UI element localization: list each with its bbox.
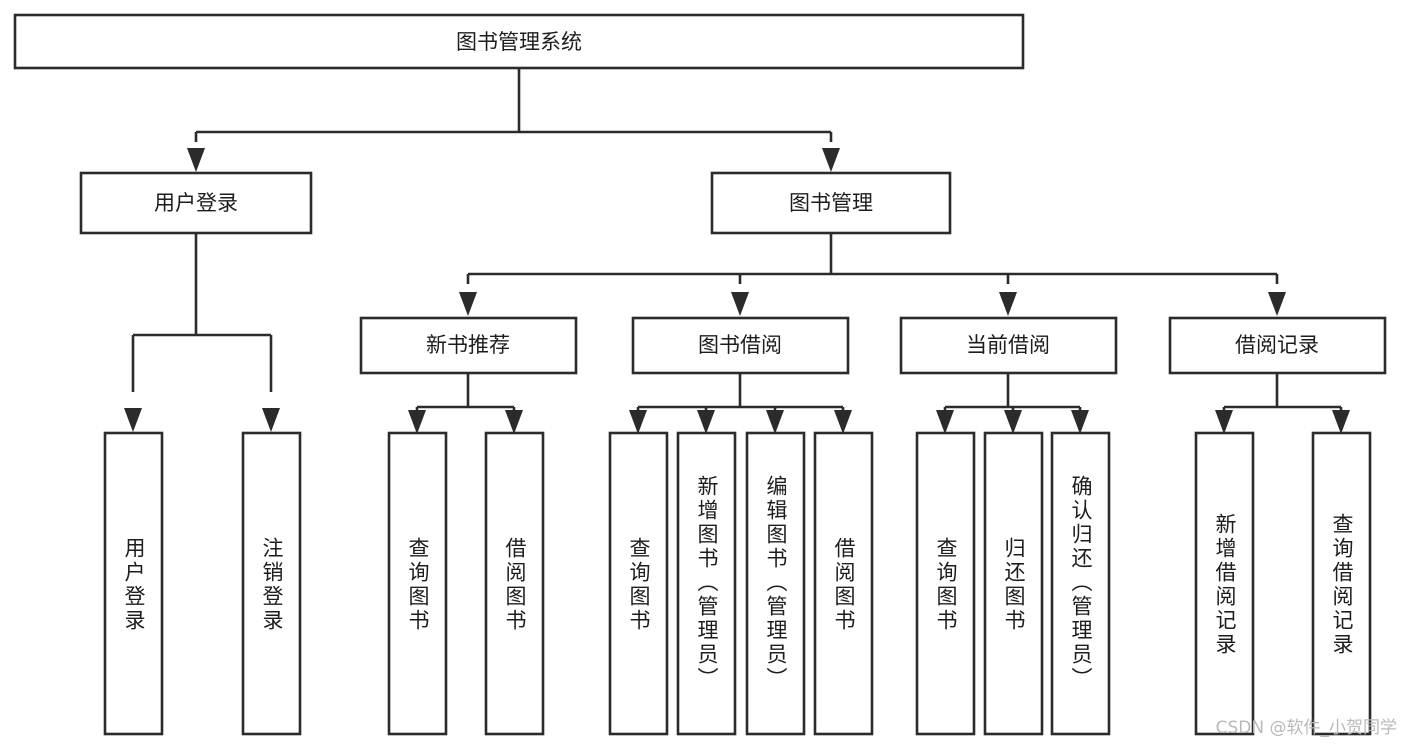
connector-book-borrow-to-leaves	[636, 373, 845, 412]
node-book-manage[interactable]: 图书管理	[710, 171, 952, 235]
connector-new-book-recommend-to-leaves	[415, 373, 516, 412]
arrow-to-leaf-bb-edit	[766, 410, 784, 434]
leaf-bb-add-book-label: 新增图书（管理员）	[695, 475, 719, 691]
arrow-to-leaf-bb-query	[629, 410, 647, 434]
arrow-to-leaf-nbr-query	[408, 410, 426, 434]
leaf-cb-return-book[interactable]: 归还图书	[983, 431, 1044, 736]
connector-root-to-level2	[194, 68, 833, 142]
leaf-nbr-query-book[interactable]: 查询图书	[387, 431, 448, 736]
arrow-to-book-manage	[822, 148, 840, 172]
node-current-borrow-label: 当前借阅	[966, 333, 1050, 357]
node-book-borrow-label: 图书借阅	[698, 333, 782, 357]
leaf-bb-query-book[interactable]: 查询图书	[608, 431, 669, 736]
node-borrow-records-label: 借阅记录	[1235, 333, 1319, 357]
node-current-borrow[interactable]: 当前借阅	[899, 316, 1118, 375]
arrow-to-leaf-bb-borrow	[834, 410, 852, 434]
arrow-to-leaf-br-query	[1332, 410, 1350, 434]
arrow-to-borrow-records	[1268, 292, 1286, 316]
node-borrow-records[interactable]: 借阅记录	[1168, 316, 1387, 375]
leaf-cb-query-book-label: 查询图书	[934, 537, 958, 633]
arrow-to-new-book-recommend	[459, 292, 477, 316]
arrow-to-current-borrow	[999, 292, 1017, 316]
watermark: CSDN @软件_小贺同学	[1216, 718, 1397, 738]
connector-user-login-to-leaves	[131, 233, 273, 392]
leaf-br-add-record[interactable]: 新增借阅记录	[1194, 431, 1255, 736]
node-user-login-label: 用户登录	[154, 191, 238, 215]
leaf-cb-confirm-return[interactable]: 确认归还（管理员）	[1050, 431, 1111, 736]
leaf-user-login-label: 用户登录	[122, 537, 146, 633]
arrow-to-leaf-user-login	[124, 408, 142, 432]
node-root-label: 图书管理系统	[456, 30, 582, 54]
arrow-to-leaf-bb-add	[697, 410, 715, 434]
node-new-book-recommend[interactable]: 新书推荐	[359, 316, 578, 375]
leaf-br-add-record-label: 新增借阅记录	[1213, 513, 1237, 657]
leaf-br-query-record[interactable]: 查询借阅记录	[1311, 431, 1372, 736]
connector-book-manage-to-level3	[466, 233, 1279, 284]
leaf-bb-borrow-book[interactable]: 借阅图书	[813, 431, 874, 736]
node-root[interactable]: 图书管理系统	[13, 13, 1025, 70]
leaf-bb-edit-book[interactable]: 编辑图书（管理员）	[745, 431, 806, 736]
leaf-cb-query-book[interactable]: 查询图书	[915, 431, 976, 736]
arrow-to-user-login	[187, 148, 205, 172]
connector-borrow-records-to-leaves	[1222, 373, 1343, 412]
leaf-logout[interactable]: 注销登录	[241, 431, 302, 736]
node-book-manage-label: 图书管理	[789, 191, 873, 215]
node-new-book-recommend-label: 新书推荐	[426, 333, 510, 357]
leaf-logout-label: 注销登录	[260, 537, 284, 633]
leaf-bb-edit-book-label: 编辑图书（管理员）	[764, 475, 788, 691]
leaf-nbr-borrow-book[interactable]: 借阅图书	[484, 431, 545, 736]
leaf-bb-query-book-label: 查询图书	[627, 537, 651, 633]
leaf-bb-add-book[interactable]: 新增图书（管理员）	[676, 431, 737, 736]
arrow-to-leaf-br-add	[1215, 410, 1233, 434]
arrow-to-leaf-cb-query	[936, 410, 954, 434]
node-user-login[interactable]: 用户登录	[79, 171, 313, 235]
arrow-to-book-borrow	[731, 292, 749, 316]
arrow-to-leaf-nbr-borrow	[505, 410, 523, 434]
leaf-br-query-record-label: 查询借阅记录	[1330, 513, 1354, 657]
leaf-cb-confirm-return-label: 确认归还（管理员）	[1069, 475, 1093, 691]
leaf-cb-return-book-label: 归还图书	[1002, 537, 1026, 633]
arrow-to-leaf-cb-return	[1004, 410, 1022, 434]
leaf-nbr-borrow-book-label: 借阅图书	[503, 537, 527, 633]
arrow-to-leaf-cb-confirm	[1071, 410, 1089, 434]
leaf-nbr-query-book-label: 查询图书	[406, 537, 430, 633]
leaf-bb-borrow-book-label: 借阅图书	[832, 537, 856, 633]
leaf-user-login[interactable]: 用户登录	[103, 431, 164, 736]
connector-current-borrow-to-leaves	[943, 373, 1082, 412]
node-book-borrow[interactable]: 图书借阅	[631, 316, 850, 375]
arrow-to-leaf-logout	[262, 408, 280, 432]
